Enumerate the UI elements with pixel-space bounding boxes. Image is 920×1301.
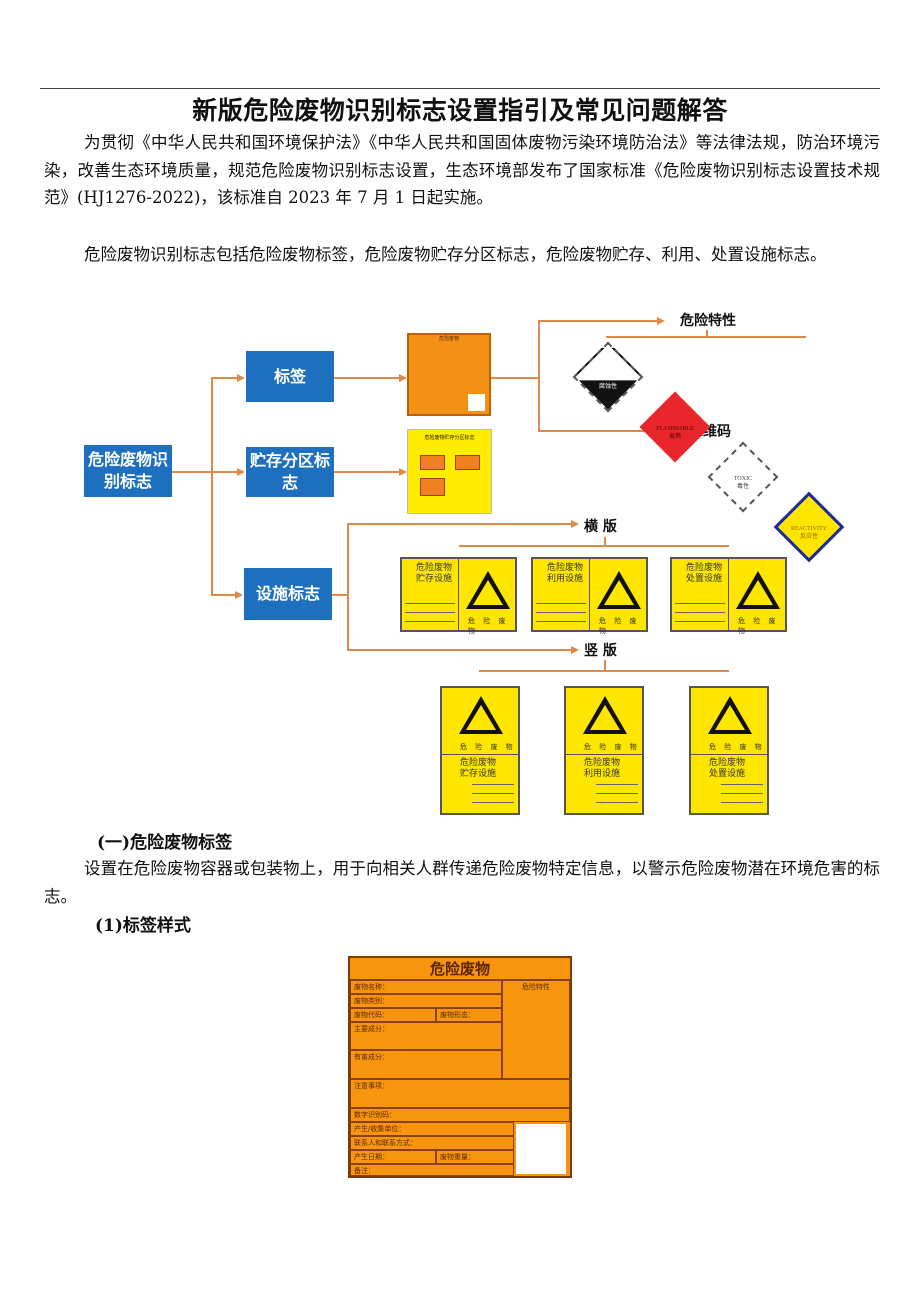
label-thumbnail: 危险废物 [407,333,491,416]
label-field: 废物重量： [436,1150,514,1164]
hazard-characteristic-label: 危险特性 [680,313,736,329]
branch-label-box: 标签 [246,351,334,402]
hazard-triangle-icon [459,696,503,734]
label-field: 废物代码： [350,1008,436,1022]
label-field: 有害成分： [350,1050,502,1079]
hazard-flammable-icon: FLAMMABLE 易燃 [639,391,711,463]
sign-title: 危险废物 处置设施 [709,758,746,779]
qr-code-icon [468,394,485,411]
label-field: 废物名称： [350,980,502,994]
hazardous-waste-label-sample: 危险废物 废物名称： 危险特性 废物类别： 废物代码： 废物形态： 主要成分： … [348,956,572,1178]
label-field: 危险特性 [502,980,570,1079]
sign-title: 危险废物 贮存设施 [460,758,497,779]
section-heading: (一)危险废物标签 [97,833,233,853]
intro-paragraph-1: 为贯彻《中华人民共和国环境保护法》《中华人民共和国固体废物污染环境防治法》等法律… [44,133,880,207]
horizontal-sign-utilization: 危险废物 利用设施 危 险 废 物 [531,557,648,635]
horizontal-sign-storage: 危险废物 贮存设施 危 险 废 物 [400,557,517,635]
hazard-toxic-zh: 毒性 [736,484,749,490]
label-title: 危险废物 [350,958,570,980]
label-field: 废物形态： [436,1008,502,1022]
sub-heading: (1)标签样式 [95,916,191,936]
sign-caption: 危 险 废 物 [468,617,509,635]
identification-sign-diagram: 危险废物识别标志 标签 贮存分区标志 设施标志 危险废物 危险特性 二维码 CO… [0,300,920,820]
vertical-version-label: 竖 版 [584,643,617,659]
hazard-flammable-en: FLAMMABLE [656,426,694,432]
sign-caption: 危 险 废 物 [709,743,765,751]
sign-caption: 危 险 废 物 [599,617,640,635]
page-title: 新版危险废物识别标志设置指引及常见问题解答 [192,96,728,125]
hazard-reactivity-en: REACTIVITY [791,526,827,532]
branch-storage-box: 贮存分区标志 [246,447,334,497]
vertical-sign-disposal: 危 险 废 物 危险废物 处置设施 [689,686,769,815]
hazard-reactivity-icon: REACTIVITY 反应性 [773,491,845,563]
hazard-reactivity-zh: 反应性 [799,534,818,540]
hazard-triangle-icon [597,571,641,609]
branch-facility-box: 设施标志 [244,568,332,620]
hazard-triangle-icon [583,696,627,734]
label-field: 数字识别码： [350,1108,570,1122]
hazard-corrosive-zh: 腐蚀性 [598,384,617,390]
hazard-flammable-zh: 易燃 [668,434,681,440]
vertical-sign-storage: 危 险 废 物 危险废物 贮存设施 [440,686,520,815]
label-field: 废物类别： [350,994,502,1008]
sign-title: 危险废物 处置设施 [686,563,723,584]
hazard-toxic-en: TOXIC [733,476,753,482]
sign-title: 危险废物 贮存设施 [416,563,453,584]
label-thumb-title: 危险废物 [438,336,459,342]
label-field: 注意事项： [350,1079,570,1108]
horizontal-sign-disposal: 危险废物 处置设施 危 险 废 物 [670,557,787,635]
vertical-sign-utilization: 危 险 废 物 危险废物 利用设施 [564,686,644,815]
label-field: 备注： [350,1164,514,1176]
sign-caption: 危 险 废 物 [584,743,640,751]
sign-caption: 危 险 废 物 [738,617,779,635]
hazard-toxic-icon: TOXIC 毒性 [707,441,779,513]
sign-caption: 危 险 废 物 [460,743,516,751]
label-field: 产生日期： [350,1150,436,1164]
hazard-triangle-icon [736,571,780,609]
root-box: 危险废物识别标志 [84,445,172,497]
sign-title: 危险废物 利用设施 [584,758,621,779]
hazard-corrosive-icon: CORROSIVE 腐蚀性 [572,341,644,413]
storage-thumb-title: 危险废物贮存分区标志 [424,435,475,441]
sign-title: 危险废物 利用设施 [547,563,584,584]
qr-code-icon [516,1124,566,1174]
intro-paragraph-2: 危险废物识别标志包括危险废物标签，危险废物贮存分区标志，危险废物贮存、利用、处置… [84,245,827,264]
horizontal-version-label: 横 版 [584,519,617,535]
hazard-triangle-icon [708,696,752,734]
label-field: 产生/收集单位： [350,1122,514,1136]
storage-zone-thumbnail: 危险废物贮存分区标志 [407,429,492,514]
label-field: 联系人和联系方式： [350,1136,514,1150]
label-field: 主要成分： [350,1022,502,1050]
section-paragraph: 设置在危险废物容器或包装物上，用于向相关人群传递危险废物特定信息，以警示危险废物… [44,859,880,906]
top-rule [40,88,880,89]
hazard-triangle-icon [466,571,510,609]
hazard-corrosive-en: CORROSIVE [590,376,625,382]
